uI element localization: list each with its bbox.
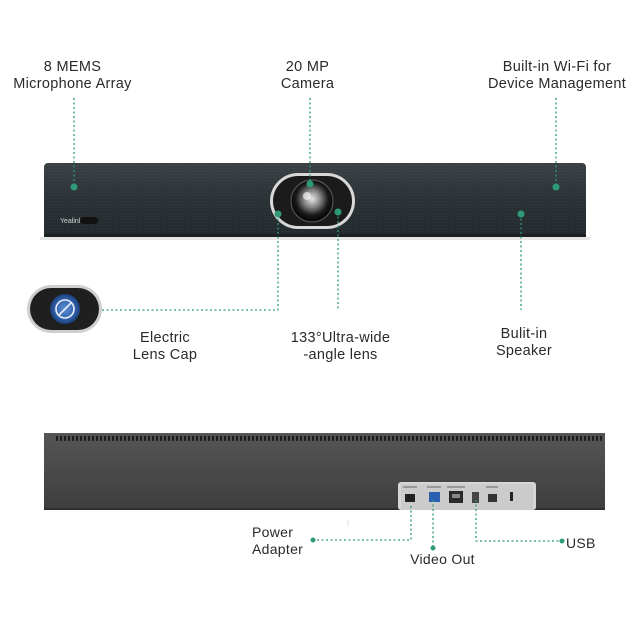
- camera-lens-icon: [291, 180, 333, 222]
- brand-logo: Yealink: [60, 218, 83, 225]
- label-camera-line2: Camera: [280, 76, 335, 92]
- label-wifi-line1: Built-in Wi-Fi for: [502, 59, 612, 75]
- label-lens-cap: Electric Lens Cap: [115, 330, 215, 364]
- callout-dots: [70, 180, 565, 551]
- callout-lines: [73, 98, 562, 548]
- label-video-out: Video Out: [410, 551, 475, 567]
- dot-speaker: [517, 210, 525, 218]
- label-power: Power Adapter: [252, 524, 314, 558]
- label-mic-array: 8 MEMS Microphone Array: [5, 59, 140, 93]
- label-speaker: Bulit-in Speaker: [480, 326, 568, 360]
- lens-cap-inset: [27, 285, 102, 333]
- dot-lens-cap: [274, 210, 282, 218]
- label-lens: 133°Ultra-wide -angle lens: [278, 330, 403, 364]
- device-front: [40, 163, 590, 240]
- dot-mic: [70, 183, 78, 191]
- label-usb: USB: [566, 535, 596, 551]
- dot-wifi: [552, 183, 560, 191]
- dot-video-end: [430, 545, 436, 551]
- label-power-line2: Adapter: [252, 541, 304, 557]
- label-camera-line1: 20 MP: [285, 59, 330, 75]
- label-lens-cap-line2: Lens Cap: [132, 347, 198, 363]
- label-wifi: Built-in Wi-Fi for Device Management: [477, 59, 637, 93]
- video-out-port-icon: [429, 492, 440, 502]
- label-lens-line2: -angle lens: [303, 347, 378, 363]
- label-wifi-line2: Device Management: [487, 76, 627, 92]
- dot-camera: [306, 180, 314, 188]
- label-lens-cap-line1: Electric: [140, 330, 190, 346]
- label-power-line1: Power: [252, 524, 294, 540]
- power-port-icon: [405, 494, 415, 502]
- label-speaker-line2: Speaker: [495, 343, 553, 359]
- label-lens-line1: 133°Ultra-wide: [290, 330, 391, 346]
- ir-sensor: [80, 217, 98, 224]
- label-speaker-line1: Bulit-in: [500, 326, 548, 342]
- label-mic-array-line1: 8 MEMS: [43, 59, 102, 75]
- usb-port-icon: [472, 492, 479, 503]
- dot-power-end: [310, 537, 316, 543]
- dot-usb-end: [559, 538, 565, 544]
- device-back: [44, 433, 605, 510]
- label-camera: 20 MP Camera: [260, 59, 355, 93]
- label-mic-array-line2: Microphone Array: [13, 76, 132, 92]
- dot-lens: [334, 208, 342, 216]
